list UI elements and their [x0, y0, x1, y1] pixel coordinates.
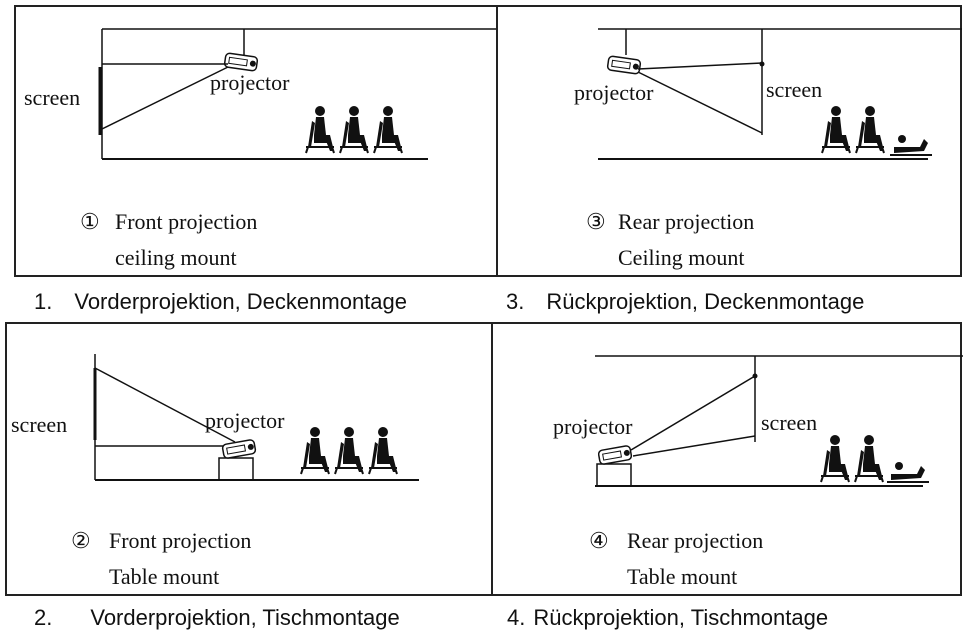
caption-text: Vorderprojektion, Tischmontage	[90, 605, 400, 630]
panel-subtitle: Table mount	[109, 564, 219, 589]
beam-bottom	[632, 435, 756, 457]
caption-2: 2. Vorderprojektion, Tischmontage	[34, 605, 400, 631]
panel-title: Rear projection	[627, 528, 763, 553]
table-stand	[596, 463, 632, 487]
projector-icon	[606, 55, 642, 75]
panel-title: Rear projection	[618, 209, 754, 234]
panel-front-table: screen projector ② Front projection Tabl…	[5, 322, 493, 596]
screen-label: screen	[11, 412, 67, 437]
caption-number: 4.	[507, 605, 526, 630]
table-stand	[218, 457, 254, 481]
caption-text: Rückprojektion, Deckenmontage	[546, 289, 865, 314]
panel-number: ④	[589, 528, 609, 553]
panel-title: Front projection	[109, 528, 251, 553]
caption-text: Vorderprojektion, Deckenmontage	[74, 289, 408, 314]
audience-icon	[300, 426, 398, 475]
screen-label: screen	[24, 85, 80, 110]
screen-mount-dot	[759, 61, 765, 67]
screen-label: screen	[766, 77, 822, 102]
beam-top	[94, 367, 236, 443]
screen-label: screen	[761, 410, 817, 435]
projector-label: projector	[553, 414, 633, 439]
panel-subtitle: Table mount	[627, 564, 737, 589]
panel-subtitle: Ceiling mount	[618, 245, 745, 270]
panel-subtitle: ceiling mount	[115, 245, 237, 270]
caption-4: 4. Rückprojektion, Tischmontage	[507, 605, 828, 631]
projector-label: projector	[210, 70, 290, 95]
panel-number: ①	[80, 209, 100, 234]
beam-top	[637, 62, 763, 70]
projector-label: projector	[574, 80, 654, 105]
projector-icon	[223, 52, 259, 72]
beam-bottom	[637, 71, 763, 134]
panel-number: ③	[586, 209, 606, 234]
panel-number: ②	[71, 528, 91, 553]
projector-icon	[221, 438, 257, 460]
beam-top	[630, 375, 756, 451]
panel-rear-ceiling: projector screen ③ Rear projection Ceili…	[496, 5, 962, 277]
caption-number: 2.	[34, 605, 53, 630]
caption-number: 3.	[506, 289, 525, 314]
caption-text: Rückprojektion, Tischmontage	[533, 605, 829, 630]
audience-icon	[305, 105, 403, 154]
panel-front-ceiling: screen projector ① Front projection ceil…	[14, 5, 498, 277]
beam-bottom	[101, 66, 229, 130]
audience-icon	[821, 105, 933, 156]
projector-label: projector	[205, 408, 285, 433]
caption-1: 1. Vorderprojektion, Deckenmontage	[34, 289, 407, 315]
panel-rear-table: projector screen ④ Rear projection Table…	[491, 322, 963, 596]
projector-icon	[597, 444, 633, 466]
audience-icon	[820, 434, 930, 483]
panel-title: Front projection	[115, 209, 257, 234]
caption-number: 1.	[34, 289, 53, 314]
caption-3: 3. Rückprojektion, Deckenmontage	[506, 289, 864, 315]
